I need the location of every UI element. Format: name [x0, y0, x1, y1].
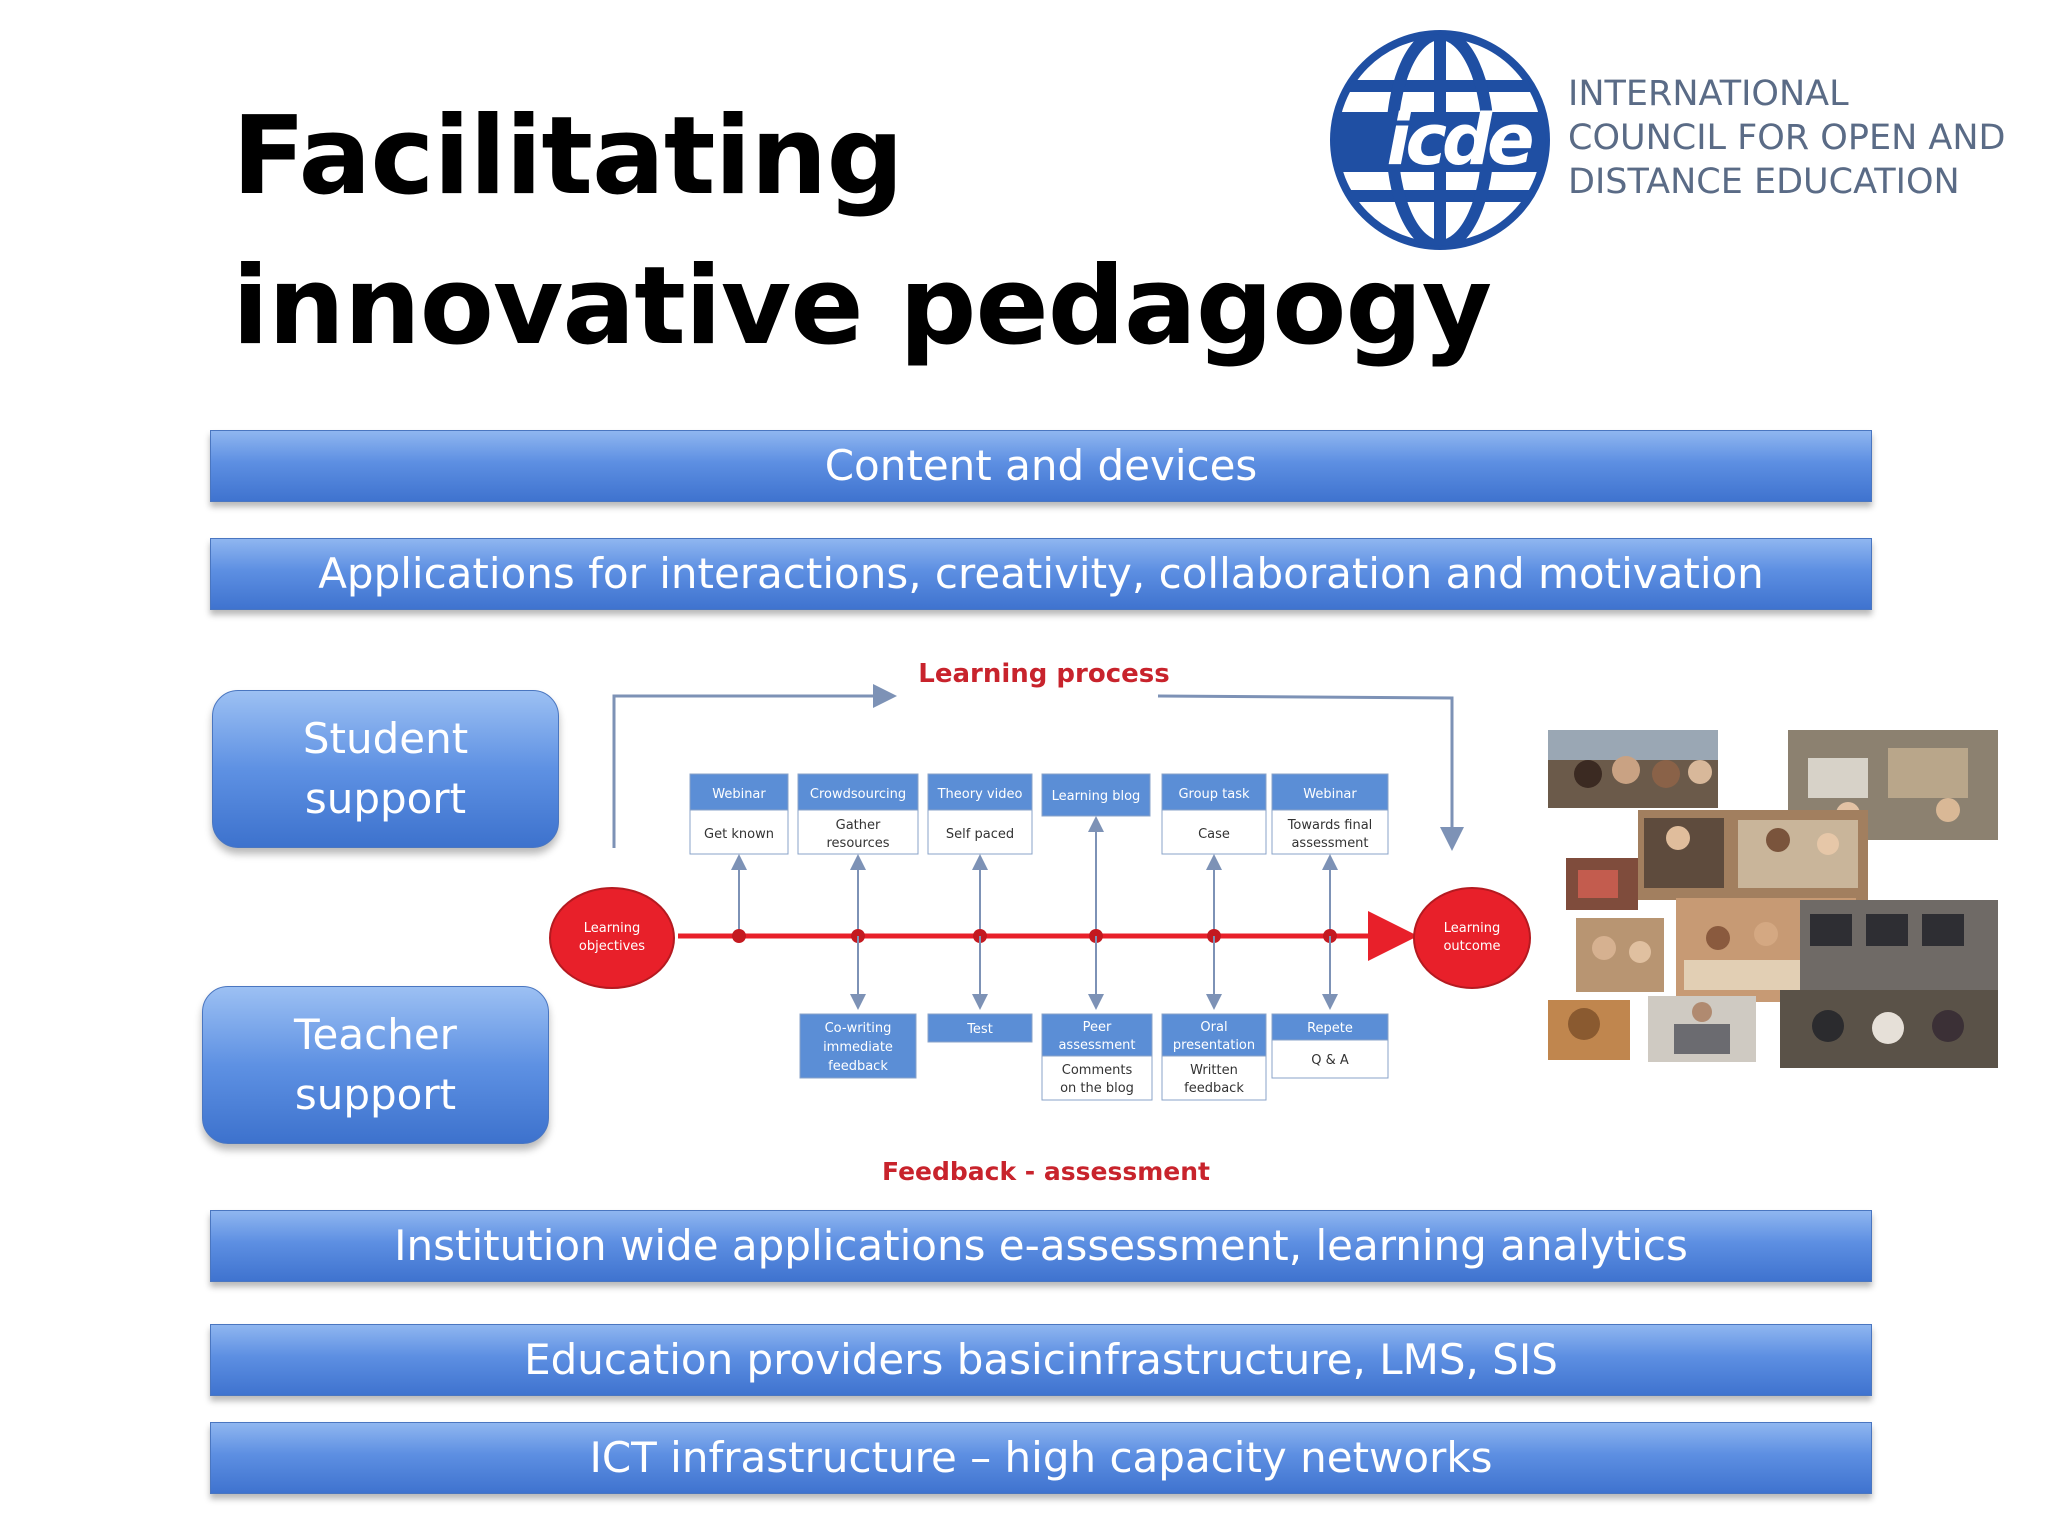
top-activity-1-head: Webinar: [712, 787, 766, 802]
photo-students-hijab: [1780, 990, 1998, 1068]
learning-process-label: Learning process: [918, 659, 1169, 689]
student-support-line-2: support: [304, 774, 467, 823]
top-activity-2-body-2: resources: [826, 836, 889, 851]
top-activity-5-head: Group task: [1178, 787, 1250, 802]
learning-outcome-line-2: outcome: [1443, 939, 1500, 954]
top-activity-6-body-2: assessment: [1291, 836, 1368, 851]
photo-cat-laptop: [1548, 1000, 1630, 1060]
logo-text-line-2: COUNCIL FOR OPEN AND: [1568, 118, 2006, 158]
top-activity-2: Crowdsourcing Gather resources: [797, 773, 919, 943]
top-activity-3-head: Theory video: [937, 787, 1023, 802]
bottom-activity-5-head: Repete: [1307, 1021, 1353, 1036]
layer-content-devices: Content and devices: [210, 430, 1872, 502]
title-line-2: innovative pedagogy: [232, 244, 1492, 369]
top-activity-6-head: Webinar: [1303, 787, 1357, 802]
photo-group-study: [1638, 810, 1868, 900]
teacher-support-box: Teacher support: [202, 986, 549, 1144]
bottom-activity-4-head-1: Oral: [1200, 1020, 1227, 1035]
top-activity-3-body: Self paced: [946, 827, 1014, 842]
top-activity-5: Group task Case: [1161, 773, 1267, 943]
bottom-activity-3-head-2: assessment: [1058, 1038, 1135, 1053]
icde-logo: icde: [1330, 28, 2030, 258]
learning-outcome-line-1: Learning: [1444, 921, 1500, 936]
photo-computer-lab: [1800, 900, 1998, 990]
bottom-activity-4-body-2: feedback: [1184, 1081, 1244, 1096]
photo-student-tablet: [1566, 858, 1638, 910]
teacher-support-line-2: support: [294, 1070, 457, 1119]
slide-title: Facilitating innovative pedagogy: [232, 82, 1492, 382]
photo-graduates: [1548, 730, 1718, 808]
learning-objectives-node: Learning objectives: [549, 887, 675, 989]
logo-text-line-3: DISTANCE EDUCATION: [1568, 162, 1960, 202]
bottom-activity-1: Co-writing immediate feedback: [799, 936, 917, 1079]
logo-text: INTERNATIONAL COUNCIL FOR OPEN AND DISTA…: [1568, 72, 2005, 204]
learning-outcome-node: Learning outcome: [1413, 887, 1531, 989]
bottom-activity-5-body: Q & A: [1311, 1053, 1349, 1068]
bottom-activity-4-head-2: presentation: [1173, 1038, 1255, 1053]
teacher-support-line-1: Teacher: [294, 1010, 457, 1059]
top-activity-1-body: Get known: [704, 827, 774, 842]
photo-laptop-student: [1648, 996, 1756, 1062]
learning-objectives-line-1: Learning: [584, 921, 640, 936]
top-activity-4: Learning blog: [1041, 773, 1151, 943]
layer-institution: Institution wide applications e-assessme…: [210, 1210, 1872, 1282]
bottom-activity-5: Repete Q & A: [1271, 936, 1389, 1079]
bottom-activity-3-body-2: on the blog: [1060, 1081, 1134, 1096]
globe-icon: icde: [1330, 30, 1550, 250]
student-support-line-1: Student: [302, 714, 469, 763]
photo-kids-classroom: [1576, 918, 1664, 992]
learning-process-diagram: Learning process Learning objectives Lea…: [549, 659, 1531, 1186]
bottom-activity-3: Peer assessment Comments on the blog: [1041, 936, 1153, 1101]
learning-objectives-line-2: objectives: [579, 939, 645, 954]
title-line-1: Facilitating: [232, 94, 904, 219]
bottom-activity-1-head-3: feedback: [828, 1059, 888, 1074]
process-bracket-left: [612, 684, 897, 848]
bottom-activity-1-head-2: immediate: [823, 1040, 893, 1055]
bottom-activity-3-head-1: Peer: [1083, 1020, 1112, 1035]
top-activity-5-body: Case: [1198, 827, 1230, 842]
bottom-activity-2-head: Test: [966, 1022, 993, 1037]
top-activity-3: Theory video Self paced: [927, 773, 1033, 943]
student-support-box: Student support: [212, 690, 559, 848]
bottom-activity-4-body-1: Written: [1190, 1063, 1238, 1078]
process-bracket-right: [1157, 694, 1464, 851]
layer-applications: Applications for interactions, creativit…: [210, 538, 1872, 610]
logo-wordmark: icde: [1386, 99, 1532, 181]
layer-ict: ICT infrastructure – high capacity netwo…: [210, 1422, 1872, 1494]
layer-providers: Education providers basicinfrastructure,…: [210, 1324, 1872, 1396]
bottom-activity-2: Test: [927, 936, 1033, 1043]
top-activity-4-head: Learning blog: [1052, 789, 1141, 804]
top-activity-2-body-1: Gather: [836, 818, 881, 833]
classroom-photo-collage: [1548, 730, 1998, 1068]
top-activity-6: Webinar Towards final assessment: [1271, 773, 1389, 943]
top-activity-2-head: Crowdsourcing: [810, 787, 906, 802]
logo-text-line-1: INTERNATIONAL: [1568, 74, 1849, 114]
bottom-activity-4: Oral presentation Written feedback: [1161, 936, 1267, 1101]
bottom-activity-1-head-1: Co-writing: [825, 1021, 892, 1036]
bottom-activity-3-body-1: Comments: [1062, 1063, 1133, 1078]
top-activity-6-body-1: Towards final: [1287, 818, 1373, 833]
top-activity-1: Webinar Get known: [689, 773, 789, 943]
feedback-assessment-label: Feedback - assessment: [882, 1157, 1210, 1186]
